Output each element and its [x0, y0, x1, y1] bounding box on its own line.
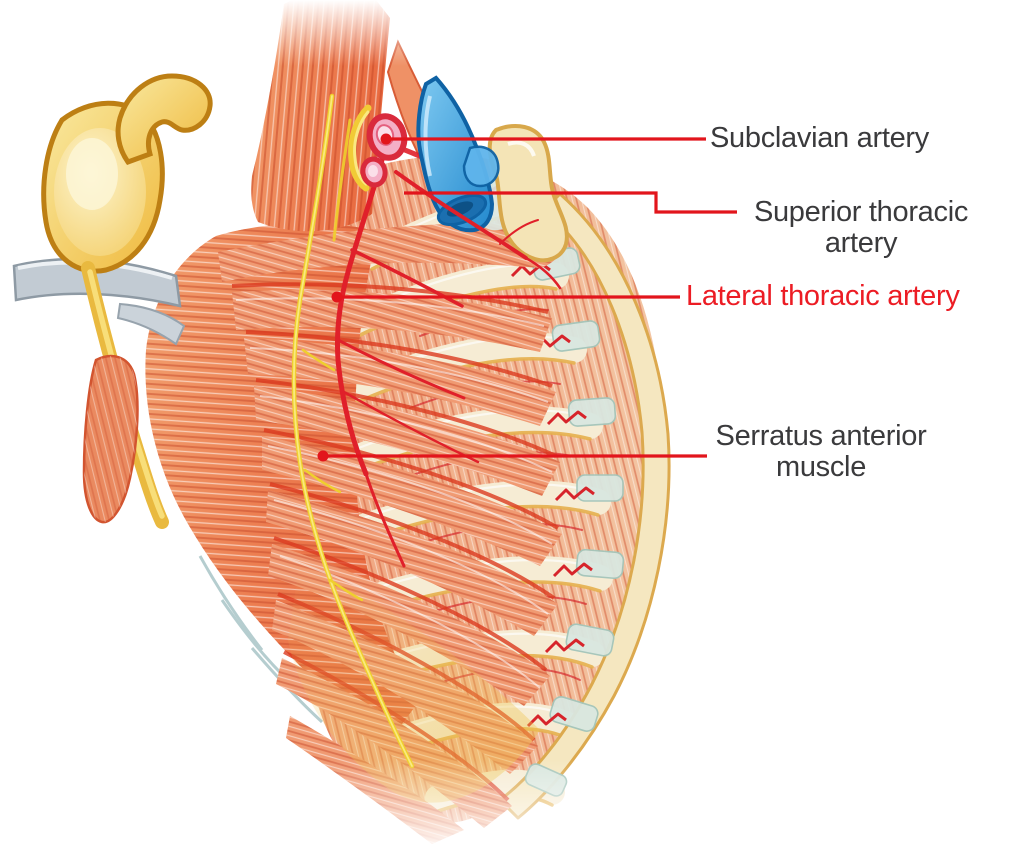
- label-superior-thoracic-artery: Superior thoracic artery: [715, 197, 1007, 259]
- leader-dot-lateral-thoracic: [331, 291, 343, 303]
- serratus-anterior-muscle-illustration: [145, 222, 564, 844]
- top-fade: [225, 0, 495, 66]
- leader-dots: [317, 133, 392, 462]
- scapula: [41, 73, 213, 529]
- leader-lines: [323, 137, 737, 458]
- axillary-muscle-finger: [82, 354, 139, 524]
- label-subclavian-artery: Subclavian artery: [710, 122, 929, 154]
- bottom-fade: [160, 760, 620, 850]
- label-serratus-anterior-muscle: Serratus anterior muscle: [676, 421, 966, 483]
- long-thoracic-nerve: [291, 93, 415, 769]
- lateral-thoracic-artery-vessel: [335, 157, 480, 568]
- superior-thoracic-artery-vessel: [394, 170, 562, 290]
- label-serratus-anterior-muscle-line1: Serratus anterior: [715, 420, 927, 452]
- coracoid-process: [115, 73, 213, 165]
- leader-dot-serratus: [317, 450, 329, 462]
- leader-superior-thoracic-artery: [404, 191, 737, 214]
- label-superior-thoracic-artery-line1: Superior thoracic: [753, 196, 969, 228]
- label-superior-thoracic-artery-line2: artery: [824, 227, 898, 259]
- leader-dot-subclavian: [380, 133, 392, 145]
- label-serratus-anterior-muscle-line2: muscle: [775, 451, 867, 483]
- label-lateral-thoracic-artery: Lateral thoracic artery: [686, 280, 960, 312]
